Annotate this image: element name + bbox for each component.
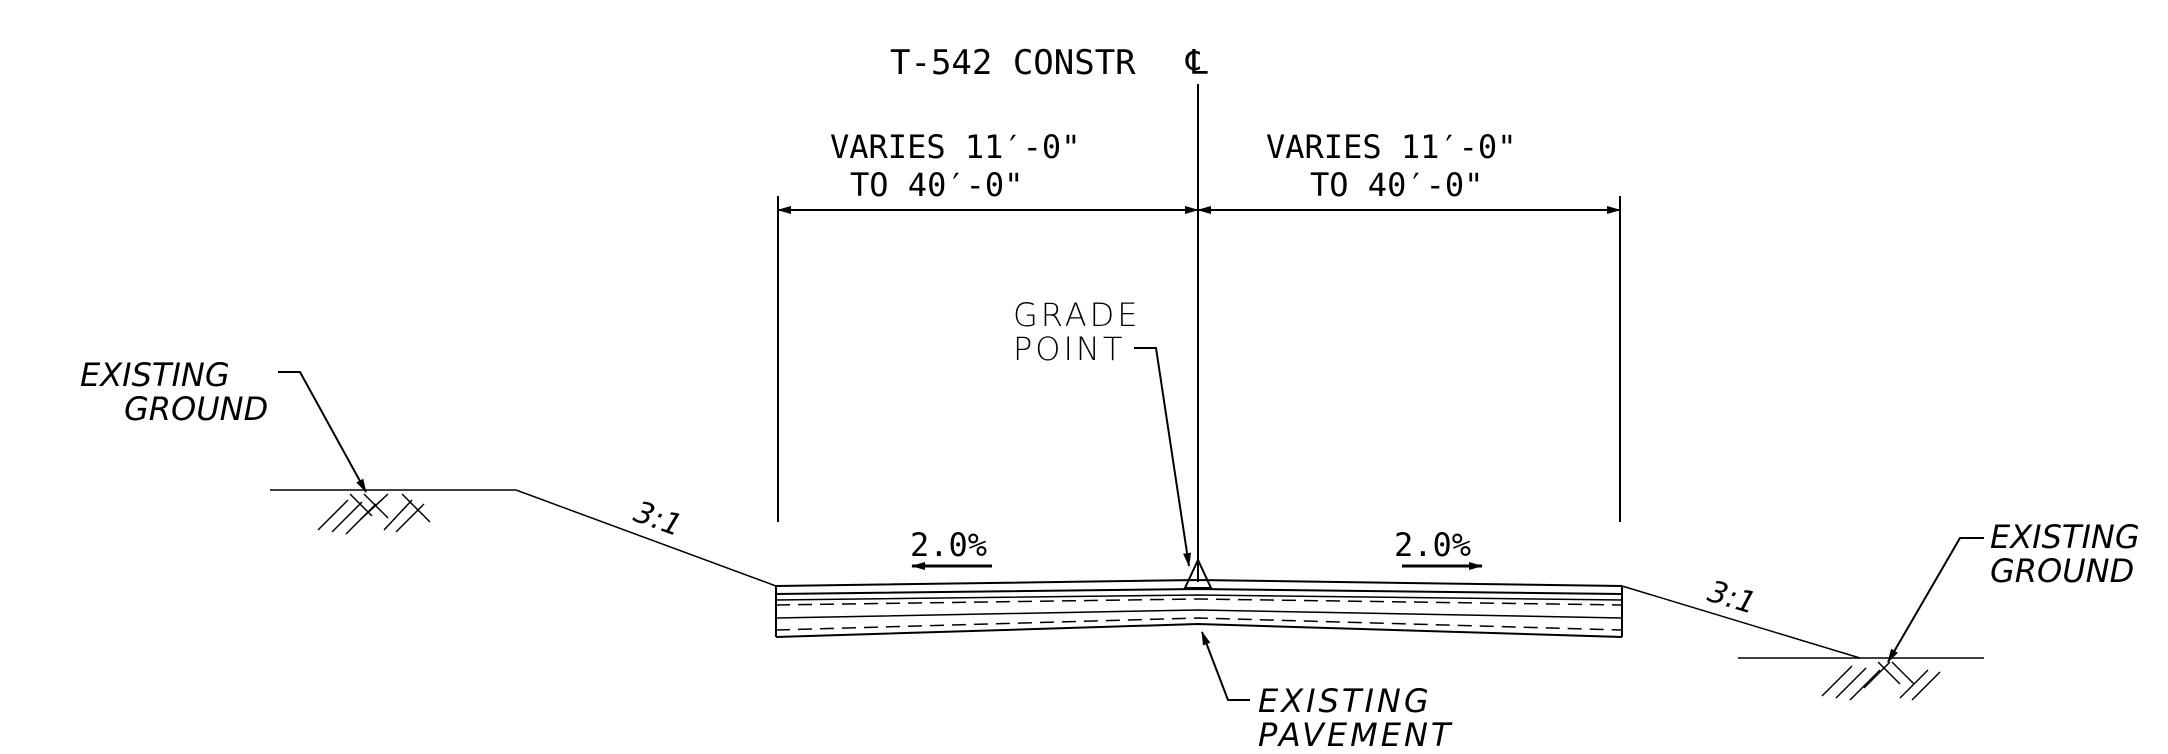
right-ground-hatch: [1821, 661, 1941, 701]
grade-point-label-line1: GRADE: [1013, 296, 1140, 334]
right-side-slope-label: 3:1: [1704, 574, 1760, 622]
left-width-label-line1: VARIES 11′-0": [830, 128, 1080, 166]
right-side-slope-line: [1621, 585, 1861, 659]
left-side-slope-label: 3:1: [629, 495, 686, 544]
centerline-label: T-542 CONSTR: [890, 43, 1136, 83]
pavement-section: [775, 578, 1623, 638]
left-existing-ground-leader: [278, 371, 367, 493]
existing-pavement-label-line1: EXISTING: [1258, 682, 1432, 720]
right-existing-ground-leader: [1887, 537, 1984, 663]
grade-point-leader: [1134, 347, 1192, 567]
grade-point-label-line2: POINT: [1013, 330, 1125, 368]
centerline-symbol: ℄: [1185, 43, 1208, 83]
left-existing-ground-label-line2: GROUND: [124, 390, 268, 428]
existing-pavement-leader: [1201, 631, 1250, 701]
right-cross-slope-label: 2.0%: [1394, 526, 1471, 564]
left-ground-hatch: [317, 493, 431, 535]
left-width-label-line2: TO 40′-0": [850, 166, 1023, 204]
left-side-slope-line: [515, 489, 777, 587]
right-existing-ground-label-line2: GROUND: [1990, 552, 2134, 590]
existing-pavement-label-line2: PAVEMENT: [1258, 716, 1453, 754]
left-existing-ground-label-line1: EXISTING: [80, 356, 230, 394]
right-width-label-line2: TO 40′-0": [1310, 166, 1483, 204]
right-width-label-line1: VARIES 11′-0": [1266, 128, 1516, 166]
right-existing-ground-label-line1: EXISTING: [1990, 518, 2140, 556]
left-cross-slope-label: 2.0%: [910, 526, 987, 564]
